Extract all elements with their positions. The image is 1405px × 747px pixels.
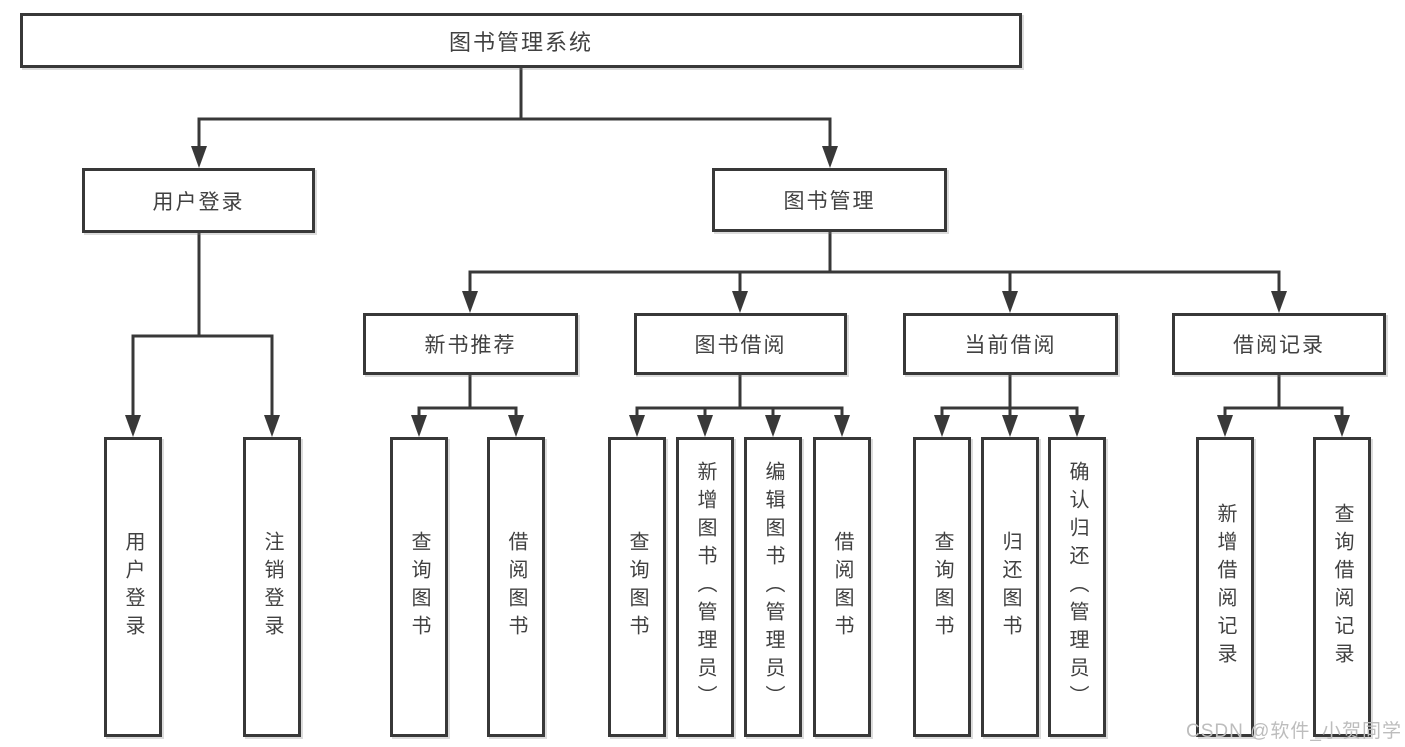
node-label: 确认归还（管理员）: [1066, 461, 1088, 713]
leaf-current-confirm-return-admin: 确认归还（管理员）: [1048, 437, 1106, 737]
node-label: 新书推荐: [424, 334, 517, 357]
leaf-newbooks-query-books: 查询图书: [390, 437, 448, 737]
leaf-borrowing-borrow-books: 借阅图书: [813, 437, 871, 737]
node-label: 借阅图书: [831, 531, 853, 643]
node-label: 新增图书（管理员）: [694, 461, 716, 713]
node-label: 新增借阅记录: [1214, 503, 1236, 671]
leaf-borrowing-edit-books-admin: 编辑图书（管理员）: [744, 437, 802, 737]
node-borrowing-records: 借阅记录: [1172, 313, 1386, 375]
node-library-management-system: 图书管理系统: [20, 13, 1022, 68]
node-label: 归还图书: [999, 531, 1021, 643]
csdn-watermark: CSDN @软件_小贺同学: [1186, 721, 1402, 742]
leaf-current-query-books: 查询图书: [913, 437, 971, 737]
node-label: 查询图书: [408, 531, 430, 643]
node-label: 图书管理系统: [448, 29, 593, 55]
node-label: 图书借阅: [694, 334, 787, 357]
node-label: 查询借阅记录: [1331, 503, 1353, 671]
leaf-borrowing-add-books-admin: 新增图书（管理员）: [676, 437, 734, 737]
leaf-borrowing-query-books: 查询图书: [608, 437, 666, 737]
node-current-borrowing: 当前借阅: [903, 313, 1118, 375]
node-label: 借阅图书: [505, 531, 527, 643]
node-new-book-recommendation: 新书推荐: [363, 313, 578, 375]
leaf-newbooks-borrow-books: 借阅图书: [487, 437, 545, 737]
leaf-logout: 注销登录: [243, 437, 301, 737]
node-label: 用户登录: [152, 190, 245, 214]
leaf-current-return-books: 归还图书: [981, 437, 1039, 737]
node-label: 查询图书: [626, 531, 648, 643]
node-label: 借阅记录: [1233, 334, 1325, 357]
node-book-management: 图书管理: [712, 168, 947, 232]
node-user-login: 用户登录: [82, 168, 315, 233]
leaf-records-add-borrow-record: 新增借阅记录: [1196, 437, 1254, 737]
node-label: 图书管理: [783, 190, 876, 213]
node-book-borrowing: 图书借阅: [634, 313, 847, 375]
node-label: 用户登录: [122, 531, 144, 643]
node-label: 注销登录: [261, 531, 283, 643]
node-label: 当前借阅: [964, 334, 1057, 357]
leaf-user-login: 用户登录: [104, 437, 162, 737]
leaf-records-query-borrow-record: 查询借阅记录: [1313, 437, 1371, 737]
node-label: 查询图书: [931, 531, 953, 643]
node-label: 编辑图书（管理员）: [762, 461, 784, 713]
